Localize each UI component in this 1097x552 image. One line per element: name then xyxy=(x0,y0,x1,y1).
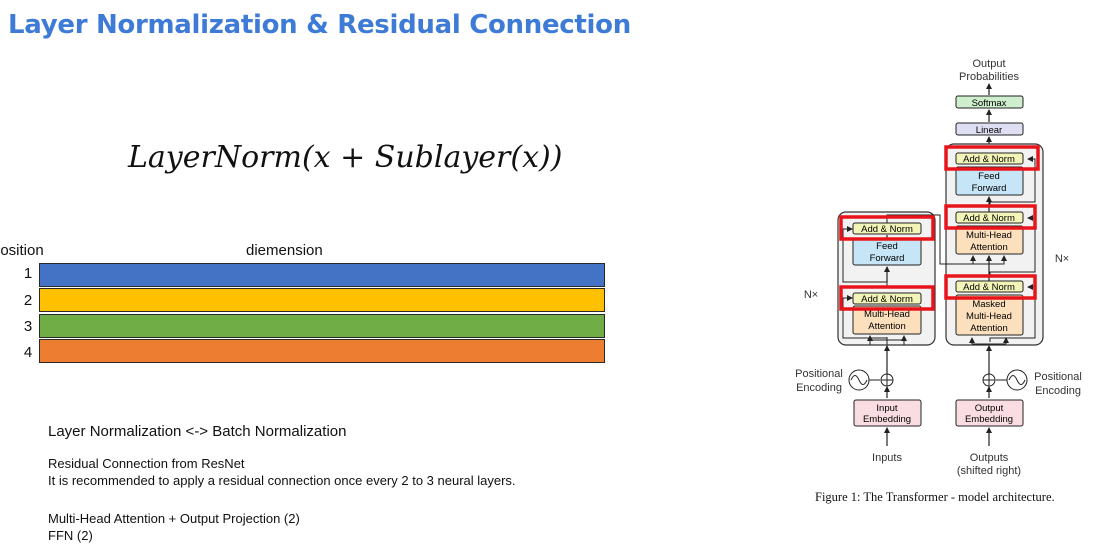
position-bar-1 xyxy=(39,263,605,287)
decoder-add-norm-middle-label: Add & Norm xyxy=(963,213,1015,224)
position-label: position xyxy=(0,242,44,259)
inputs-label: Inputs xyxy=(872,452,902,464)
highlight-decoder-add-norm-top xyxy=(944,145,1040,171)
figure-caption: Figure 1: The Transformer - model archit… xyxy=(815,490,1055,504)
position-bar-3 xyxy=(39,314,605,338)
encoder-attention-label-2: Attention xyxy=(868,321,906,332)
input-embedding-label-2: Embedding xyxy=(863,414,911,425)
decoder-add-norm-bottom xyxy=(955,280,1024,293)
attention-count-text: Multi-Head Attention + Output Projection… xyxy=(48,511,300,526)
encoder-nx-label: N× xyxy=(804,289,818,301)
input-embedding-block xyxy=(853,399,922,427)
linear-block xyxy=(955,122,1024,136)
row-number-2: 2 xyxy=(23,292,33,309)
encoder-add-norm-bottom-label: Add & Norm xyxy=(861,294,913,305)
row-number-3: 3 xyxy=(23,318,33,335)
outputs-label-2: (shifted right) xyxy=(957,465,1021,477)
highlight-encoder-add-norm-bottom xyxy=(839,285,935,311)
softmax-block xyxy=(955,95,1024,109)
output-embedding-label-1: Output xyxy=(975,403,1004,414)
encoder-positional-label-1: Positional xyxy=(795,368,843,380)
residual-recommendation-text: It is recommended to apply a residual co… xyxy=(48,473,516,488)
decoder-masked-attention-block xyxy=(955,294,1024,336)
position-bar-4 xyxy=(39,339,605,363)
row-number-1: 1 xyxy=(23,265,33,282)
residual-source-text: Residual Connection from ResNet xyxy=(48,456,245,471)
layernorm-formula: LayerNorm(x + Sublayer(x)) xyxy=(128,140,563,175)
output-embedding-label-2: Embedding xyxy=(965,414,1013,425)
page-title: Layer Normalization & Residual Connectio… xyxy=(8,10,631,40)
dimension-label: diemension xyxy=(246,242,323,259)
position-bar-2 xyxy=(39,288,605,312)
encoder-positional-label-2: Encoding xyxy=(796,382,842,394)
decoder-positional-label-2: Encoding xyxy=(1035,385,1081,397)
softmax-label: Softmax xyxy=(972,98,1007,109)
encoder-add-norm-top-label: Add & Norm xyxy=(861,224,913,235)
ffn-count-text: FFN (2) xyxy=(48,528,93,543)
decoder-add-norm-bottom-label: Add & Norm xyxy=(963,282,1015,293)
encoder-add-norm-bottom xyxy=(852,292,922,305)
decoder-masked-attention-label-2: Multi-Head xyxy=(966,311,1012,322)
linear-label: Linear xyxy=(976,125,1002,136)
input-embedding-label-1: Input xyxy=(876,403,897,414)
encoder-feed-forward-label-2: Forward xyxy=(870,253,905,264)
decoder-add-norm-middle xyxy=(955,211,1024,224)
output-probabilities-label-1: Output xyxy=(972,58,1005,70)
output-embedding-block xyxy=(955,399,1024,427)
norm-comparison-heading: Layer Normalization <-> Batch Normalizat… xyxy=(48,423,347,440)
decoder-cross-attention-block xyxy=(955,225,1024,255)
encoder-attention-label-1: Multi-Head xyxy=(864,309,910,320)
decoder-positional-label-1: Positional xyxy=(1034,371,1082,383)
decoder-feed-forward-label-1: Feed xyxy=(978,171,1000,182)
decoder-feed-forward-block xyxy=(955,166,1024,196)
highlight-encoder-add-norm-top xyxy=(839,215,935,241)
highlight-decoder-add-norm-bottom xyxy=(944,274,1037,300)
highlight-decoder-add-norm-middle xyxy=(944,204,1037,230)
row-number-4: 4 xyxy=(23,344,33,361)
outputs-label-1: Outputs xyxy=(970,452,1009,464)
output-probabilities-label-2: Probabilities xyxy=(959,71,1019,83)
decoder-nx-label: N× xyxy=(1055,253,1069,265)
decoder-masked-attention-label-1: Masked xyxy=(972,299,1005,310)
encoder-feed-forward-label-1: Feed xyxy=(876,241,898,252)
decoder-cross-attention-label-1: Multi-Head xyxy=(966,230,1012,241)
decoder-add-norm-top-label: Add & Norm xyxy=(963,154,1015,165)
decoder-masked-attention-label-3: Attention xyxy=(970,323,1008,334)
encoder-attention-block xyxy=(852,305,922,335)
decoder-cross-attention-label-2: Attention xyxy=(970,242,1008,253)
decoder-feed-forward-label-2: Forward xyxy=(972,183,1007,194)
decoder-add-norm-top xyxy=(955,152,1024,165)
